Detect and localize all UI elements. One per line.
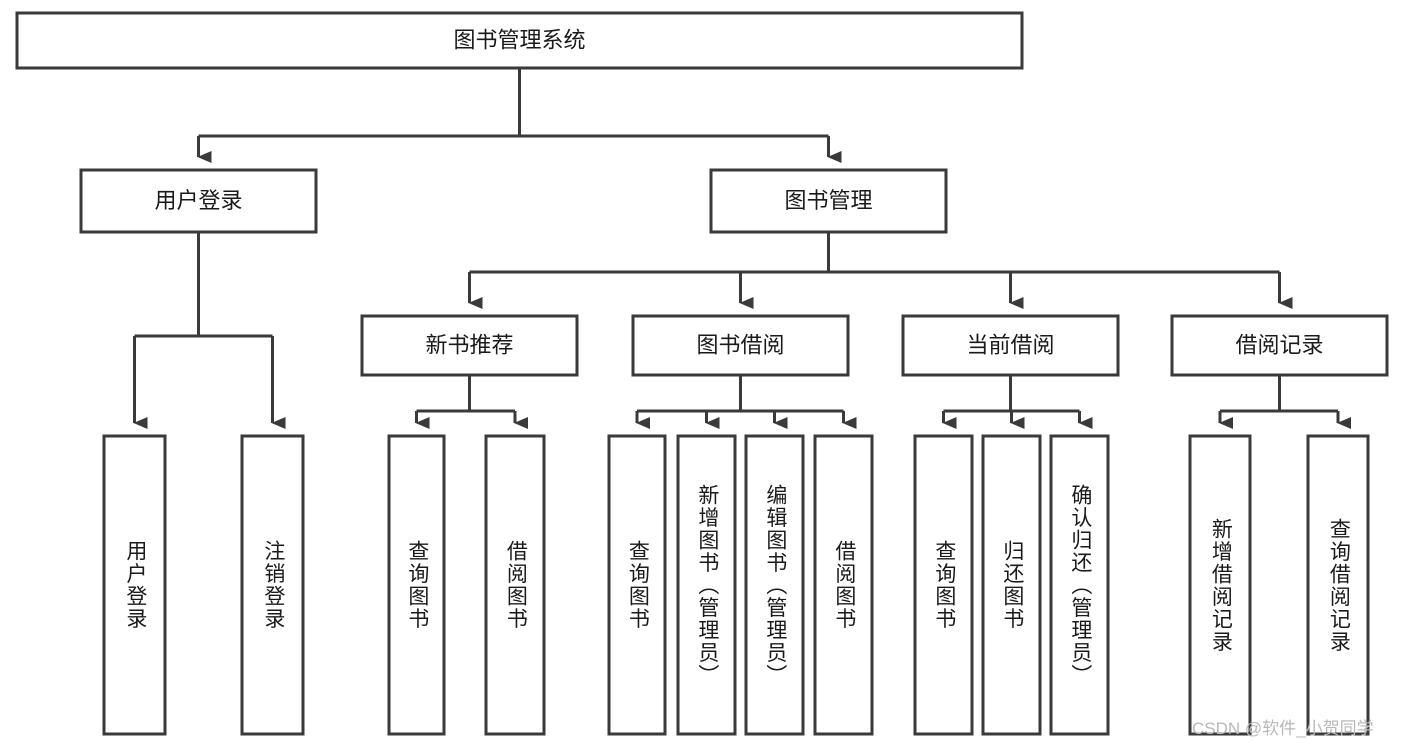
leaf-node-box[interactable]	[607, 434, 667, 736]
level1-node-label: 图书管理	[784, 188, 872, 213]
level2-node-box[interactable]	[631, 314, 850, 377]
leaf-node-box[interactable]	[744, 434, 805, 736]
csdn-watermark: CSDN @软件_小贺同学	[1192, 719, 1374, 738]
level2-node-box[interactable]	[360, 314, 579, 377]
level2-node-label: 借阅记录	[1235, 332, 1323, 357]
level2-node-label: 图书借阅	[696, 332, 784, 357]
level2-node-label: 当前借阅	[966, 332, 1054, 357]
leaf-node-box[interactable]	[387, 434, 446, 736]
level1-node-box[interactable]	[79, 168, 318, 234]
level1-node-label: 用户登录	[154, 188, 242, 213]
leaf-node-box[interactable]	[1188, 434, 1252, 736]
leaf-node-box[interactable]	[913, 434, 974, 736]
level1-node-box[interactable]	[709, 168, 948, 234]
leaf-node-box[interactable]	[676, 434, 737, 736]
level2-node-label: 新书推荐	[425, 332, 513, 357]
leaf-node-box[interactable]	[1049, 434, 1110, 736]
root-node-label: 图书管理系统	[453, 27, 585, 52]
leaf-node-box[interactable]	[1306, 434, 1370, 736]
leaf-node-box[interactable]	[102, 434, 167, 736]
level2-node-box[interactable]	[901, 314, 1120, 377]
leaf-node-box[interactable]	[981, 434, 1042, 736]
leaf-node-box[interactable]	[240, 434, 305, 736]
leaf-node-box[interactable]	[484, 434, 546, 736]
leaf-node-box[interactable]	[813, 434, 874, 736]
connector-lines	[133, 68, 1351, 429]
root-node-box[interactable]	[15, 11, 1024, 70]
level2-node-box[interactable]	[1170, 314, 1389, 377]
node-boxes	[15, 11, 1389, 736]
